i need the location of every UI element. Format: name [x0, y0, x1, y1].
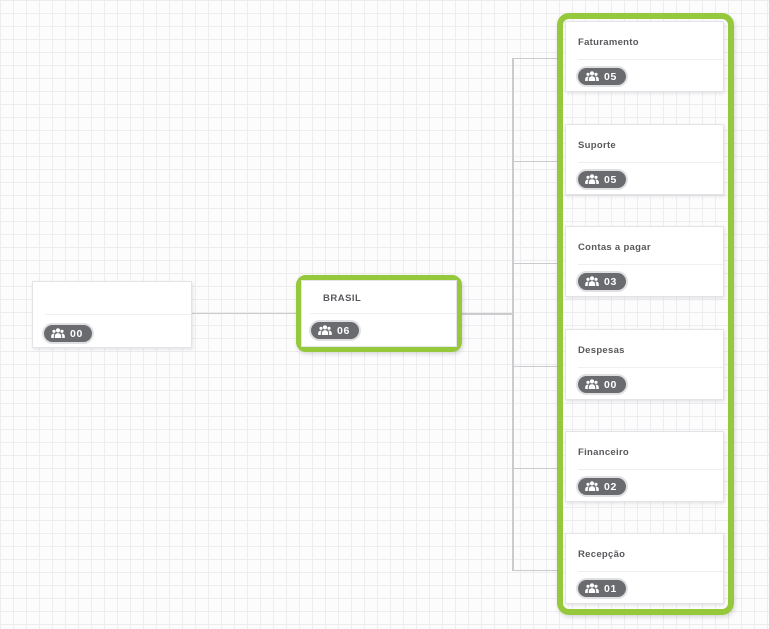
- node-divider: [578, 367, 723, 368]
- connector-branch-suporte: [512, 160, 558, 162]
- connector-branch-faturamento: [512, 57, 558, 59]
- node-divider: [578, 162, 723, 163]
- member-count-badge[interactable]: 00: [578, 376, 626, 393]
- node-divider: [310, 313, 456, 314]
- node-divider: [578, 571, 723, 572]
- connector-trunk: [512, 57, 514, 571]
- users-icon: [585, 174, 599, 185]
- member-count-badge[interactable]: 05: [578, 68, 626, 85]
- member-count-badge[interactable]: 05: [578, 171, 626, 188]
- connector-brasil-to-trunk: [462, 313, 512, 315]
- member-count: 00: [70, 327, 83, 340]
- member-count-badge[interactable]: 01: [578, 580, 626, 597]
- node-title: Faturamento: [578, 37, 639, 48]
- node-title: Suporte: [578, 140, 616, 151]
- connector-branch-recepcao: [512, 569, 558, 571]
- org-node-suporte[interactable]: Suporte 05: [565, 124, 724, 195]
- users-icon: [585, 583, 599, 594]
- users-icon: [585, 379, 599, 390]
- org-node-despesas[interactable]: Despesas 00: [565, 329, 724, 400]
- node-divider: [45, 314, 191, 315]
- member-count-badge[interactable]: 02: [578, 478, 626, 495]
- node-divider: [578, 59, 723, 60]
- connector-branch-financeiro: [512, 467, 558, 469]
- users-icon: [585, 481, 599, 492]
- users-icon: [585, 276, 599, 287]
- org-node-root[interactable]: 00: [32, 281, 192, 348]
- users-icon: [585, 71, 599, 82]
- node-title: Financeiro: [578, 447, 630, 458]
- node-title: Despesas: [578, 345, 625, 356]
- member-count: 01: [604, 582, 617, 595]
- users-icon: [318, 325, 332, 336]
- org-node-recepcao[interactable]: Recepção 01: [565, 533, 724, 604]
- children-group-highlight[interactable]: Faturamento 05 Suporte 05 Contas a pagar: [557, 13, 734, 615]
- node-title: Recepção: [578, 549, 626, 560]
- org-node-faturamento[interactable]: Faturamento 05: [565, 21, 724, 92]
- connector-branch-contas-a-pagar: [512, 262, 558, 264]
- org-node-financeiro[interactable]: Financeiro 02: [565, 431, 724, 502]
- connector-branch-despesas: [512, 365, 558, 367]
- org-node-contas-a-pagar[interactable]: Contas a pagar 03: [565, 226, 724, 297]
- node-title: Contas a pagar: [578, 242, 651, 253]
- member-count: 02: [604, 480, 617, 493]
- member-count-badge[interactable]: 00: [44, 325, 92, 342]
- org-node-brasil-card[interactable]: BRASIL 06: [301, 280, 457, 347]
- org-node-brasil[interactable]: BRASIL 06: [296, 275, 462, 352]
- connector-root-to-brasil: [192, 312, 296, 314]
- member-count-badge[interactable]: 06: [311, 322, 359, 339]
- member-count: 00: [604, 378, 617, 391]
- node-title: BRASIL: [323, 293, 362, 304]
- member-count: 03: [604, 275, 617, 288]
- member-count: 05: [604, 173, 617, 186]
- node-divider: [578, 264, 723, 265]
- users-icon: [51, 328, 65, 339]
- member-count-badge[interactable]: 03: [578, 273, 626, 290]
- member-count: 06: [337, 324, 350, 337]
- node-divider: [578, 469, 723, 470]
- member-count: 05: [604, 70, 617, 83]
